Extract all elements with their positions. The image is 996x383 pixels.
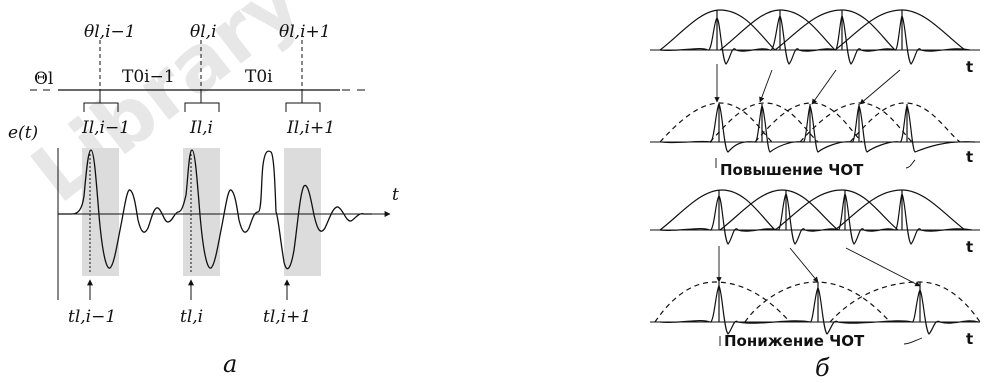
row3-windows xyxy=(659,189,966,231)
t-prev-label: tl,i−1 xyxy=(68,307,116,327)
row2-windows-dashed xyxy=(659,102,961,143)
panel-a: θl,i−1 θl,i θl,i+1 Θl T0i−1 T0i Il,i−1 I… xyxy=(8,22,399,378)
watermark-text: Library xyxy=(16,0,318,220)
arrow-3 xyxy=(811,69,837,105)
arrow-7 xyxy=(845,247,921,287)
label-raise: Повышение ЧОТ xyxy=(720,161,864,179)
waveform-e xyxy=(58,149,372,270)
row4-wave xyxy=(659,284,979,335)
t-cur-label: tl,i xyxy=(180,307,203,327)
I-cur-label: Il,i xyxy=(189,118,213,138)
window-next xyxy=(284,148,321,276)
row1-wave xyxy=(659,14,971,65)
caption-a: а xyxy=(223,350,237,378)
panel-b: t t Повышение ЧОТ t xyxy=(650,9,981,382)
window-cur xyxy=(183,148,220,276)
arrow-2 xyxy=(759,69,773,103)
row4-t-label: t xyxy=(966,330,973,348)
Theta-label: Θl xyxy=(34,69,53,89)
arrow-4 xyxy=(859,69,901,105)
lower-brackets xyxy=(719,336,923,346)
I-next-label: Il,i+1 xyxy=(286,118,335,138)
raise-brackets xyxy=(715,158,916,169)
t-next-label: tl,i+1 xyxy=(263,307,311,327)
theta-next-label: θl,i+1 xyxy=(279,22,331,42)
row1-t-label: t xyxy=(966,58,973,76)
caption-b: б xyxy=(815,354,830,382)
bracket-cur xyxy=(184,90,220,112)
window-prev xyxy=(82,148,119,276)
label-lower: Понижение ЧОТ xyxy=(724,332,865,350)
row3-wave xyxy=(659,192,973,245)
theta-cur-label: θl,i xyxy=(190,22,217,42)
I-prev-label: Il,i−1 xyxy=(81,118,130,138)
T0-prev-label: T0i−1 xyxy=(122,67,175,87)
row2-t-label: t xyxy=(966,148,973,166)
T0-cur-label: T0i xyxy=(245,67,273,87)
t-axis-label: t xyxy=(392,185,399,205)
row1-windows xyxy=(659,9,966,51)
row3-t-label: t xyxy=(966,238,973,256)
e-axis-label: e(t) xyxy=(8,123,38,143)
arrow-6 xyxy=(789,247,819,283)
bracket-prev xyxy=(83,90,119,112)
bracket-next xyxy=(285,90,321,112)
theta-prev-label: θl,i−1 xyxy=(84,22,136,42)
